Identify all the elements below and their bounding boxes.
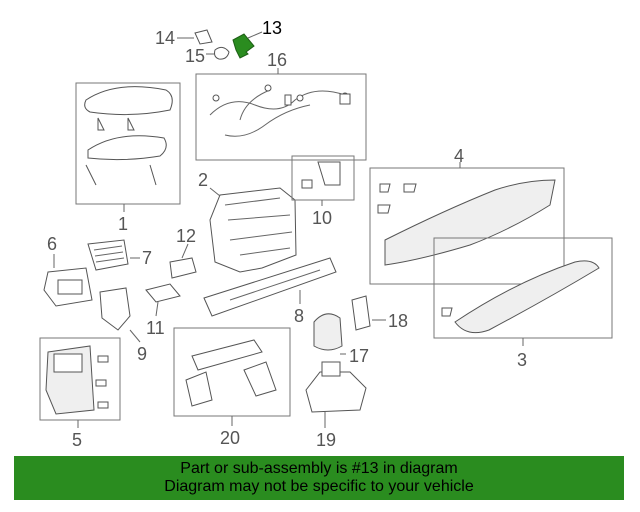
parts-diagram: 1 2 3 4 5 6 7 8 9 10 11 12 13 14 15 16 1…	[39, 18, 613, 450]
part-17-knob	[313, 313, 343, 351]
callout-18: 18	[388, 311, 408, 331]
callout-17: 17	[349, 346, 369, 366]
box-16	[195, 73, 367, 161]
info-banner: Part or sub-assembly is #13 in diagram D…	[14, 456, 624, 500]
callout-19: 19	[316, 430, 336, 450]
part-19-shifter	[305, 371, 367, 413]
callout-7: 7	[142, 248, 152, 268]
banner-line-1: Part or sub-assembly is #13 in diagram	[180, 460, 458, 477]
part-14-clip	[194, 29, 213, 45]
callout-11: 11	[146, 318, 165, 338]
banner-line-2: Diagram may not be specific to your vehi…	[164, 478, 474, 495]
part-7-vent	[87, 239, 129, 271]
callout-1: 1	[118, 214, 128, 234]
part-9-duct	[99, 287, 131, 331]
callout-3: 3	[517, 350, 527, 370]
part-11-mat	[145, 283, 181, 303]
callout-10: 10	[312, 208, 332, 228]
callout-5: 5	[72, 430, 82, 450]
callout-2: 2	[198, 170, 208, 190]
box-5	[39, 337, 121, 421]
part-18-cover	[351, 295, 371, 331]
callout-20: 20	[220, 428, 240, 448]
callout-8: 8	[294, 306, 304, 326]
callout-9: 9	[137, 344, 147, 364]
callout-15: 15	[185, 46, 205, 66]
part-2-console	[209, 187, 297, 273]
part-12-tray	[169, 257, 197, 279]
callout-13: 13	[262, 18, 282, 38]
part-13-bracket	[232, 33, 255, 59]
box-4	[369, 167, 565, 285]
box-1	[75, 82, 181, 205]
part-15-clip	[214, 46, 230, 60]
box-10	[291, 155, 355, 201]
callout-4: 4	[454, 146, 464, 166]
callout-16: 16	[267, 50, 287, 70]
callout-6: 6	[47, 234, 57, 254]
callout-12: 12	[176, 226, 196, 246]
callout-14: 14	[155, 28, 175, 48]
